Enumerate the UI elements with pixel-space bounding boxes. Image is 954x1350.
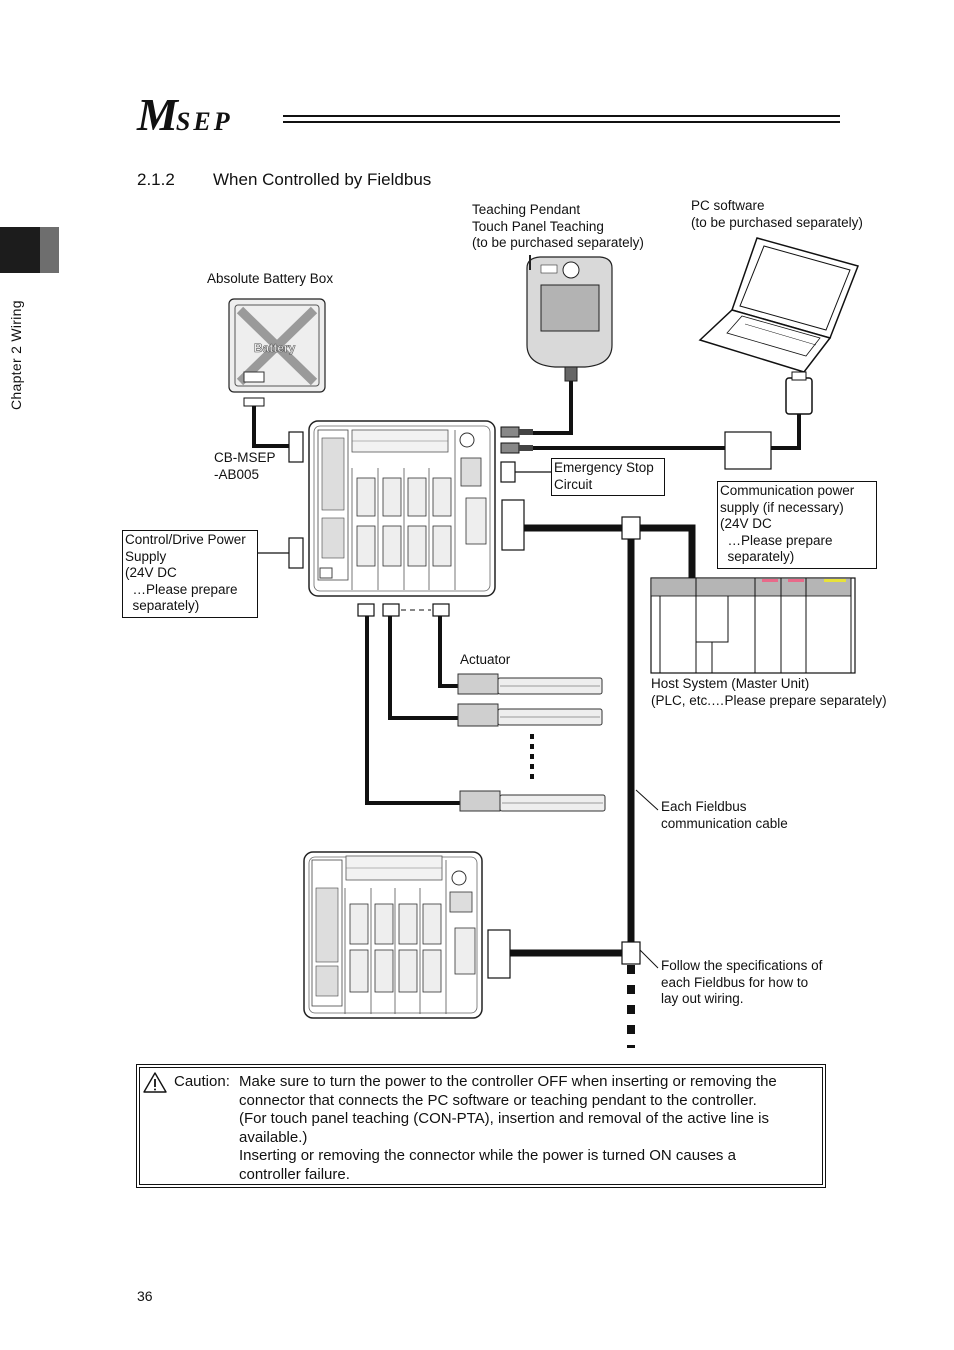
chapter-tab-dark	[0, 227, 40, 273]
host-system-label: Host System (Master Unit) (PLC, etc.…Ple…	[651, 676, 887, 708]
section-heading: 2.1.2 When Controlled by Fieldbus	[137, 170, 431, 190]
caution-inner-frame	[139, 1067, 823, 1185]
cable-label: CB-MSEP -AB005	[214, 450, 276, 482]
control-power-label: Control/Drive Power Supply (24V DC …Plea…	[122, 530, 258, 618]
actuator-1	[457, 673, 603, 695]
page-number: 36	[137, 1288, 153, 1304]
laptop-illustration	[698, 237, 859, 415]
battery-box-label: Absolute Battery Box	[207, 271, 334, 286]
actuator-2	[457, 703, 603, 727]
header-rule-bottom	[283, 121, 840, 123]
caution-text: Make sure to turn the power to the contr…	[239, 1073, 777, 1183]
controller-main	[308, 420, 496, 597]
teaching-pendant-illustration	[526, 255, 613, 382]
battery-box-illustration	[228, 298, 326, 393]
header-rule-top	[283, 115, 840, 117]
warning-icon	[143, 1072, 167, 1093]
controller-second	[303, 851, 483, 1019]
pc-software-label: PC software (to be purchased separately)	[691, 198, 863, 230]
actuator-3	[459, 790, 606, 812]
logo-m: M	[137, 89, 178, 140]
section-title: When Controlled by Fieldbus	[213, 170, 432, 189]
caution-label: Caution:	[174, 1073, 230, 1090]
actuator-label: Actuator	[460, 652, 511, 667]
section-number: 2.1.2	[137, 170, 175, 189]
msep-logo: MSEP	[137, 92, 233, 138]
comm-power-label: Communication power supply (if necessary…	[717, 481, 877, 569]
emergency-stop-label: Emergency Stop Circuit	[551, 458, 665, 496]
logo-sep: SEP	[175, 107, 233, 136]
chapter-tab-grey	[40, 227, 59, 273]
fieldbus-cable-label: Each Fieldbus communication cable	[661, 799, 788, 831]
host-plc-illustration	[650, 577, 856, 674]
teaching-pendant-label: Teaching Pendant Touch Panel Teaching (t…	[472, 202, 644, 250]
battery-text: Battery	[254, 341, 296, 355]
fieldbus-spec-label: Follow the specifications of each Fieldb…	[661, 958, 823, 1006]
caution-box: Caution: Make sure to turn the power to …	[136, 1064, 826, 1188]
